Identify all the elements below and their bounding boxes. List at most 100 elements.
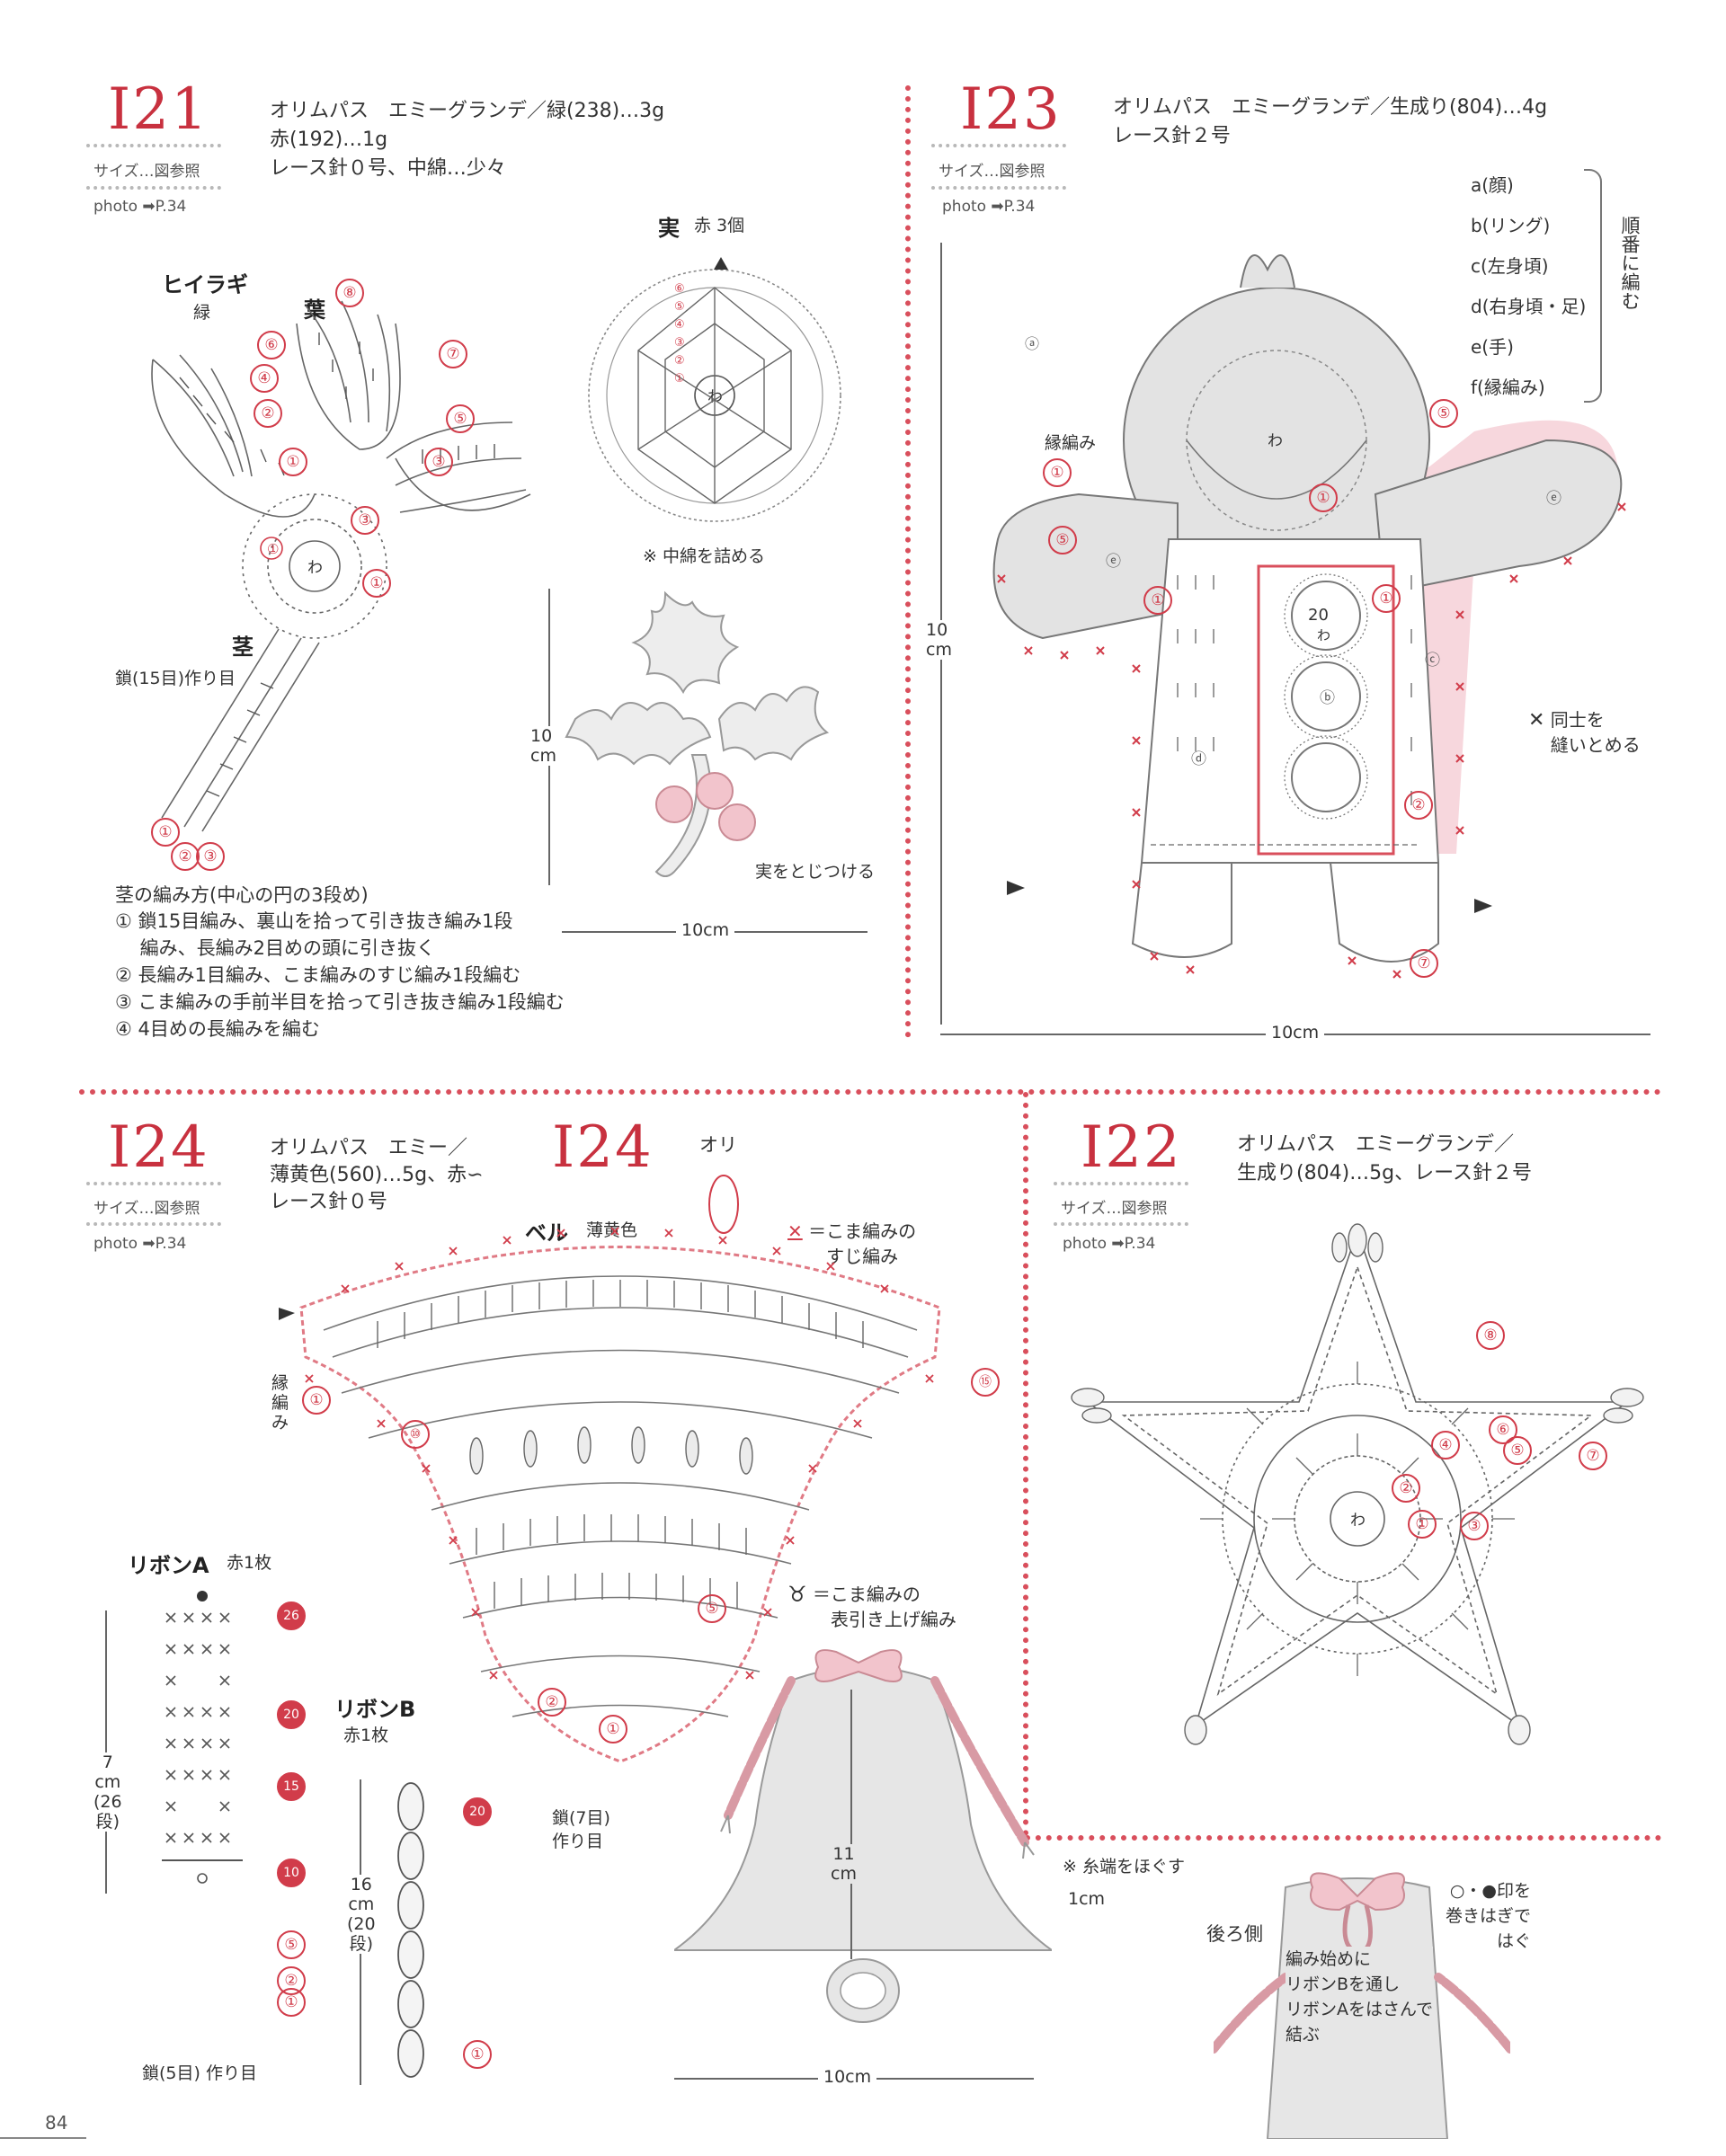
fray-note: ※ 糸端をほぐす [1063,1857,1185,1877]
front-post-symbol: ♉ [787,1582,807,1607]
row-marker-3: ③ [424,448,453,476]
svg-text:ⓔ: ⓔ [1106,553,1121,571]
berry-label: 実 [658,216,680,241]
svg-text:②: ② [674,354,685,368]
howto-title: 茎の編み方(中心の円の3段め) [115,884,369,906]
svg-text:20: 20 [1308,606,1329,625]
legend-front-post: ♉ ＝こま編みの 表引き上げ編み [787,1582,956,1632]
svg-text:①: ① [674,372,685,386]
divider [1054,1222,1188,1226]
bell-illustration [674,1649,1052,2023]
row-marker-3: ③ [196,842,225,871]
svg-text:ⓒ: ⓒ [1425,652,1440,670]
holly-label: ヒイラギ [162,272,248,297]
part-a: a(顔) [1471,174,1514,196]
size-note: サイズ…図参照 [93,163,200,181]
divider [931,144,1066,147]
row-marker-1: ① [1372,584,1401,613]
cross-icon: ✕ [1528,709,1545,732]
material-line-1: オリムパス エミーグランデ／生成り(804)…4g [1113,96,1548,119]
material-line-2: 薄黄色(560)…5g、赤∽ [270,1164,484,1186]
svg-text:わ: わ [1350,1512,1366,1530]
stem-chain-label: 鎖(15目)作り目 [115,669,236,688]
ribbon-a-note: 赤1枚 [227,1553,272,1573]
pattern-number: I24 [552,1114,654,1181]
sew-note: ✕ 同士を 縫いとめる [1528,707,1641,758]
separator-horizontal-middle [79,1089,1661,1095]
bell-color: 薄黄色 [586,1220,638,1240]
pattern-number: I24 [108,1114,209,1181]
part-e: e(手) [1471,336,1514,358]
row-marker-1: ① [279,448,307,476]
material-line-2: 赤(192)…1g [270,129,388,151]
part-d: d(右身頃・足) [1471,296,1587,317]
row-marker-2: ② [1404,791,1433,820]
ribbon-note: 編み始めに リボンBを通し リボンAをはさんで 結ぶ [1286,1947,1434,2047]
divider [86,186,221,190]
size-note: サイズ…図参照 [1061,1200,1168,1218]
material-line-1: オリムパス エミー／ [270,1137,468,1159]
row-marker-20: 20 [277,1700,306,1729]
divider [931,186,1066,190]
row-marker-1: ① [1043,458,1072,487]
row-marker-1: ① [1309,484,1338,512]
berry-note: 赤 3個 [694,216,745,235]
star-crochet-chart: わ [1071,1223,1644,1745]
divider [86,144,221,147]
row-marker-10: 10 [277,1859,306,1887]
row-marker-7: ⑦ [439,340,467,368]
row-marker-6: ⑥ [1489,1415,1517,1444]
page-number-rule [0,2137,86,2139]
bell-height: 11 cm [831,1844,857,1884]
separator-horizontal-bottom [1025,1835,1661,1841]
row-marker-1: ① [302,1386,331,1415]
pattern-number: I22 [1081,1114,1182,1181]
row-marker-26: 26 [277,1601,306,1630]
svg-text:わ: わ [1268,432,1283,450]
row-marker-4: ④ [1431,1431,1460,1460]
loop-label: オリ [699,1134,737,1156]
ribbon-a-label: リボンA [128,1553,209,1578]
ribbon-a-height-line [105,1610,107,1894]
row-marker-1: ① [151,818,180,847]
howto-list: ① 鎖15目編み、裏山を拾って引き抜き編み1段 編み、長編み2目めの頭に引き抜く… [115,908,565,1043]
divider [1054,1182,1188,1185]
row-marker-5: ⑤ [1048,526,1077,555]
fringe-length: 1cm [1068,1889,1106,1909]
legend-front-loop-text: ＝こま編みの すじ編み [808,1220,917,1267]
order-note: 順番に編む [1619,216,1641,310]
pattern-number: I21 [108,76,209,143]
row-marker-2: ② [1392,1474,1420,1503]
howto-line: ④ 4目めの長編みを編む [115,1018,320,1040]
holly-illustration [565,590,830,877]
gingerbread-crochet-chart: ⓐ わ 20 わ ⓑ ⓒ ⓓ ⓔ ⓔ [992,254,1626,979]
svg-text:⑤: ⑤ [674,300,685,314]
howto-line: ② 長編み1目編み、こま編みのすじ編み1段編む [115,964,521,986]
svg-text:⑥: ⑥ [674,282,685,296]
row-marker-1: ① [362,569,391,598]
front-loop-symbol: ✕ [787,1220,803,1242]
legend-front-post-text: ＝こま編みの 表引き上げ編み [812,1584,956,1630]
part-c: c(左身頃) [1471,255,1549,277]
page-number: 84 [45,2112,68,2134]
material-line-3: レース針０号、中綿…少々 [270,157,506,180]
row-marker-4: ④ [250,364,279,393]
svg-text:ⓑ: ⓑ [1320,689,1335,707]
bell-height-line [850,1690,852,1959]
svg-text:わ: わ [307,559,323,577]
row-marker-1: ① [1408,1510,1437,1539]
row-marker-3: ③ [351,506,379,535]
part-b: b(リング) [1471,215,1551,236]
photo-ref: photo ➡P.34 [93,1235,187,1253]
row-marker-7: ⑦ [1579,1442,1607,1470]
bracket [1584,169,1602,403]
material-line-2: 生成り(804)…5g、レース針２号 [1237,1162,1533,1184]
holly-crochet-chart: わ ① [151,300,531,832]
svg-text:ⓔ: ⓔ [1546,490,1561,508]
row-marker-5: ⑤ [698,1594,726,1623]
svg-text:④: ④ [674,318,685,332]
ribbon-a-chain: 鎖(5目) 作り目 [142,2063,257,2083]
howto-line: ① 鎖15目編み、裏山を拾って引き抜き編み1段 [115,910,513,932]
height-label: 10 cm [530,726,556,766]
holly-color: 緑 [193,303,211,323]
